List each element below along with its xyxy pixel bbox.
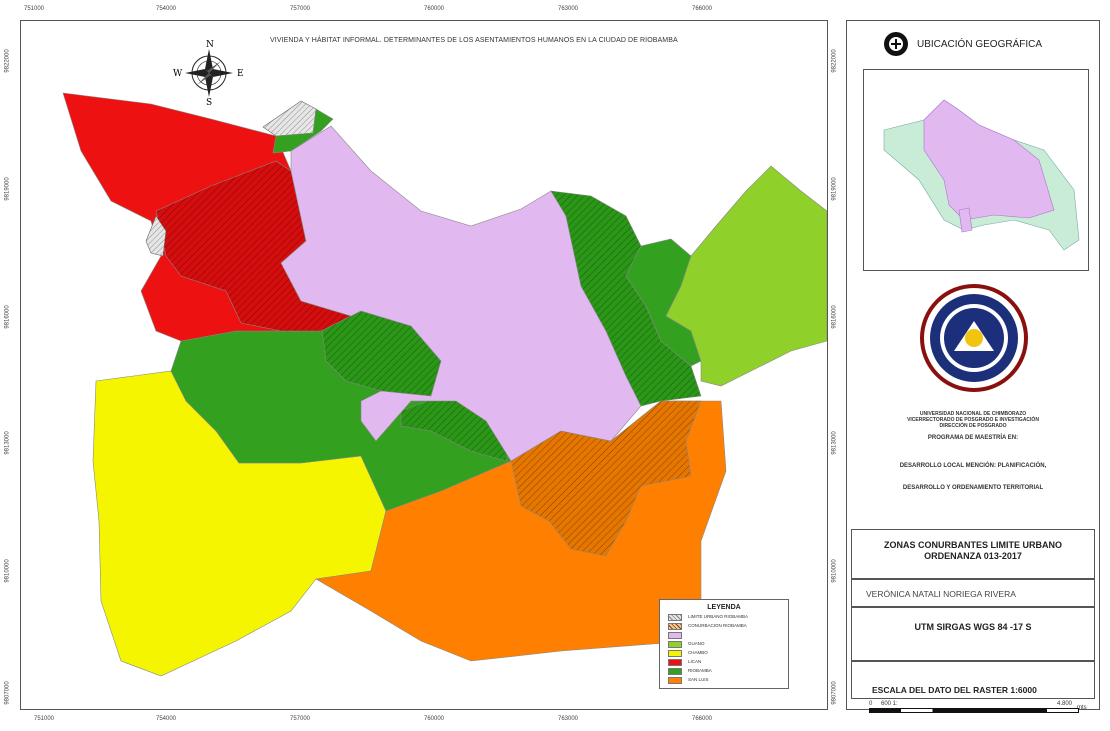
legend-swatch [668, 641, 682, 648]
tick-right: 9822000 [831, 49, 838, 73]
legend-swatch [668, 659, 682, 666]
legend-item-chambo: CHAMBO [668, 650, 786, 658]
tick-left: 9822000 [4, 49, 11, 73]
region-green-small [272, 108, 334, 154]
legend-label: LICAN [688, 659, 702, 664]
map-frame: N S E W LEYENDA LIMITE URBANO RIOBAMBA C… [20, 20, 828, 710]
region-limite-b [145, 215, 167, 257]
institution-logo-icon [884, 32, 908, 56]
tick-top: 757000 [290, 6, 311, 12]
tick-top: 751000 [24, 6, 45, 12]
tick-right: 9813000 [831, 431, 838, 455]
legend-item-limite: LIMITE URBANO RIOBAMBA [668, 614, 786, 622]
region-riobamba-urban [280, 125, 642, 462]
legend-swatch [668, 614, 682, 621]
legend-swatch [668, 650, 682, 657]
legend-swatch [668, 668, 682, 675]
scale-mid: 600 1: [881, 701, 898, 707]
legend-label: LIMITE URBANO RIOBAMBA [688, 614, 749, 619]
utm-box: UTM SIRGAS WGS 84 -17 S [851, 607, 1095, 661]
tick-bottom: 763000 [558, 716, 579, 722]
author-name: VERÓNICA NATALI NORIEGA RIVERA [866, 589, 1016, 599]
inset-map [863, 69, 1089, 271]
legend-label: CONURBACION RIOBAMBA [688, 623, 747, 628]
legend-label: GUANO [688, 641, 705, 646]
legend-label: SAN LUIS [688, 677, 709, 682]
scale-right: 4.800 [1057, 701, 1073, 707]
legend-label: RIOBAMBA [688, 668, 712, 673]
legend-item-san-luis: SAN LUIS [668, 677, 786, 685]
compass-rose-icon [185, 49, 233, 97]
tick-left: 9807000 [4, 681, 11, 705]
region-san-luis-hatched [510, 400, 702, 557]
map-canvas: N S E W [62, 40, 827, 677]
tick-bottom: 760000 [424, 716, 445, 722]
tick-bottom: 754000 [156, 716, 177, 722]
tick-left: 9810000 [4, 559, 11, 583]
legend: LEYENDA LIMITE URBANO RIOBAMBA CONURBACI… [659, 599, 789, 689]
legend-item-lican: LICAN [668, 659, 786, 667]
legend-item-urban [668, 632, 786, 640]
legend-swatch [668, 677, 682, 684]
tick-left: 9813000 [4, 431, 11, 455]
tick-top: 766000 [692, 6, 713, 12]
side-panel: UBICACIÓN GEOGRÁFICA UNIVERSIDAD NACIONA… [846, 20, 1100, 713]
compass-s: S [206, 98, 212, 108]
tick-top: 763000 [558, 6, 579, 12]
tick-top: 760000 [424, 6, 445, 12]
tick-right: 9807000 [831, 681, 838, 705]
zonas-box: ZONAS CONURBANTES LIMITE URBANO ORDENANZ… [851, 529, 1095, 579]
legend-item-riobamba: RIOBAMBA [668, 668, 786, 676]
university-seal-icon [920, 284, 1028, 392]
ubicacion-title: UBICACIÓN GEOGRÁFICA [917, 39, 1043, 50]
legend-item-guano: GUANO [668, 641, 786, 649]
tick-bottom: 766000 [692, 716, 713, 722]
scale-left: 0 [869, 701, 873, 707]
escala-box: ESCALA DEL DATO DEL RASTER 1:6000 [851, 661, 1095, 699]
zonas-title-line1: ZONAS CONURBANTES LIMITE URBANO [884, 540, 1062, 550]
compass-n: N [206, 40, 214, 50]
mencion-line1: DESARROLLO LOCAL MENCIÓN: PLANIFICACIÓN, [899, 463, 1047, 469]
zonas-title-line2: ORDENANZA 013-2017 [924, 551, 1022, 561]
inset-region-small [958, 207, 973, 233]
compass-e: E [237, 69, 244, 79]
map-title: VIVIENDA Y HÁBITAT INFORMAL. DETERMINANT… [270, 37, 678, 44]
tick-left: 9819000 [4, 177, 11, 201]
university-line2: VICERRECTORADO DE POSGRADO E INVESTIGACI… [907, 417, 1039, 423]
university-line3: DIRECCIÓN DE POSGRADO [939, 423, 1007, 429]
tick-bottom: 751000 [34, 716, 55, 722]
scale-bar: 0 600 1: 4.800 mts [851, 701, 1095, 713]
scale-bar-graphic [869, 708, 1079, 713]
tick-top: 754000 [156, 6, 177, 12]
legend-title: LEYENDA [707, 604, 741, 611]
mencion-line2: DESARROLLO Y ORDENAMIENTO TERRITORIAL [902, 485, 1044, 491]
inset-region-urban [923, 99, 1055, 221]
tick-right: 9810000 [831, 559, 838, 583]
tick-right: 9819000 [831, 177, 838, 201]
tick-bottom: 757000 [290, 716, 311, 722]
raster-scale: ESCALA DEL DATO DEL RASTER 1:6000 [872, 685, 1037, 695]
legend-swatch [668, 623, 682, 630]
tick-right: 9816000 [831, 305, 838, 329]
ubicacion-header: UBICACIÓN GEOGRÁFICA [847, 21, 1099, 71]
legend-label: CHAMBO [688, 650, 708, 655]
utm-projection: UTM SIRGAS WGS 84 -17 S [914, 622, 1032, 632]
legend-item-conurbacion: CONURBACION RIOBAMBA [668, 623, 786, 631]
inset-map-canvas [883, 99, 1080, 251]
university-line1: UNIVERSIDAD NACIONAL DE CHIMBORAZO [919, 411, 1027, 417]
author-box: VERÓNICA NATALI NORIEGA RIVERA [851, 579, 1095, 607]
scale-unit: mts [1077, 705, 1087, 711]
region-guano [665, 165, 827, 387]
tick-left: 9816000 [4, 305, 11, 329]
legend-swatch [668, 632, 682, 639]
region-limite-a [262, 100, 317, 137]
programa: PROGRAMA DE MAESTRÍA EN: [927, 435, 1019, 441]
region-riobamba-east-hatched [550, 190, 702, 407]
compass-w: W [173, 69, 183, 79]
